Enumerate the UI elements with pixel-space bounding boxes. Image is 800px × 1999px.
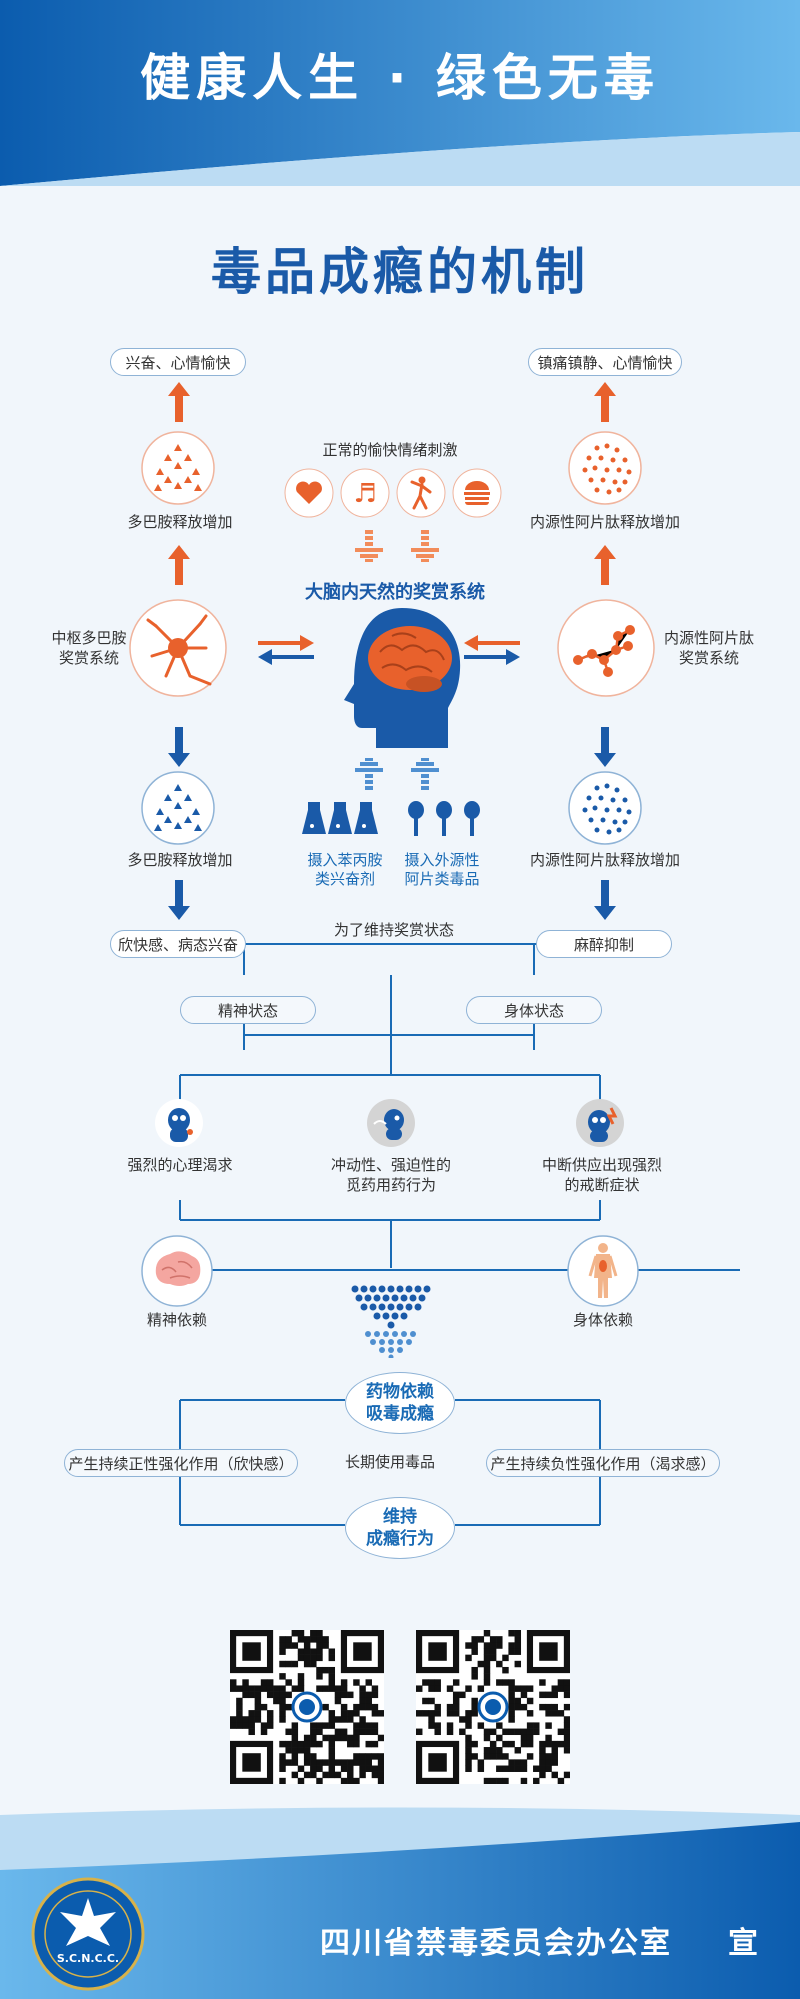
left-release-bottom: 多巴胺释放增加 [127, 851, 233, 869]
burger-icon [452, 468, 502, 518]
up-arrow-icon [594, 382, 616, 422]
mental-state-pill: 精神状态 [180, 996, 316, 1024]
molecule-icon [557, 599, 655, 697]
music-note-icon: ♬ [340, 468, 390, 518]
compulsive-label-1: 冲动性、强迫性的 [330, 1156, 451, 1174]
funnel-dots-icon [351, 1285, 431, 1358]
down-arrow-icon [594, 727, 616, 767]
right-effect-bottom-pill: 麻醉抑制 [536, 930, 672, 958]
opiate-label-2: 阿片类毒品 [404, 870, 480, 888]
brain-icon [141, 1235, 213, 1307]
down-arrow-dots-icon [411, 530, 439, 562]
addiction-label-2: 吸毒成瘾 [366, 1404, 434, 1424]
left-effect-top-pill: 兴奋、心情愉快 [110, 348, 246, 376]
dopamine-particles-icon [141, 431, 215, 505]
craving-label: 强烈的心理渴求 [127, 1156, 233, 1174]
maintain-label-1: 维持 [383, 1507, 417, 1527]
qr-code-icon[interactable] [416, 1630, 570, 1784]
flask-icon [302, 802, 378, 834]
heart-icon [284, 468, 334, 518]
up-arrow-icon [168, 382, 190, 422]
right-system-label-1: 内源性阿片肽 [663, 629, 754, 647]
up-arrow-dots-icon [411, 758, 439, 790]
negative-reinforcement-pill: 产生持续负性强化作用（渴求感） [486, 1449, 720, 1477]
dancer-icon [396, 468, 446, 518]
mental-dependence-label: 精神依赖 [146, 1311, 207, 1329]
positive-reinforcement-pill: 产生持续正性强化作用（欣快感） [64, 1449, 298, 1477]
down-arrow-icon [168, 880, 190, 920]
dopamine-particles-icon [141, 771, 215, 845]
stimulant-label-1: 摄入苯丙胺 [307, 851, 383, 869]
maintain-label-2: 成瘾行为 [366, 1529, 434, 1549]
compulsive-label-2: 觅药用药行为 [345, 1176, 436, 1194]
left-effect-bottom-pill: 欣快感、病态兴奋 [110, 930, 246, 958]
opioid-particles-icon [568, 431, 642, 505]
opiate-label-1: 摄入外源性 [404, 851, 480, 869]
up-arrow-dots-icon [355, 758, 383, 790]
down-arrow-icon [168, 727, 190, 767]
down-arrow-dots-icon [355, 530, 383, 562]
neuron-icon [129, 599, 227, 697]
opioid-particles-icon [568, 771, 642, 845]
bidirectional-arrows-icon [464, 635, 520, 665]
reward-system-title: 大脑内天然的奖赏系统 [305, 582, 485, 603]
maintain-reward-label: 为了维持奖赏状态 [333, 921, 454, 939]
up-arrow-icon [594, 545, 616, 585]
left-release-top: 多巴胺释放增加 [127, 513, 233, 531]
physical-dependence-label: 身体依赖 [572, 1311, 633, 1329]
maintain-oval: 维持 成瘾行为 [345, 1497, 455, 1559]
right-system-label-2: 奖赏系统 [678, 649, 739, 667]
page-title: 毒品成瘾的机制 [211, 243, 589, 301]
bidirectional-arrows-icon [258, 635, 314, 665]
right-effect-top-pill: 镇痛镇静、心情愉快 [528, 348, 682, 376]
stimuli-label: 正常的愉快情绪刺激 [322, 441, 458, 459]
compulsive-figure-icon [367, 1099, 415, 1147]
withdrawal-label-2: 的戒断症状 [564, 1176, 640, 1194]
physical-state-pill: 身体状态 [466, 996, 602, 1024]
withdrawal-figure-icon [576, 1099, 624, 1147]
addiction-label-1: 药物依赖 [366, 1382, 434, 1402]
organization-name: 四川省禁毒委员会办公室 [320, 1926, 672, 1961]
down-arrow-icon [594, 880, 616, 920]
logo-text: S.C.N.C.C. [57, 1952, 119, 1965]
long-term-use-label: 长期使用毒品 [344, 1453, 435, 1471]
craving-figure-icon [155, 1099, 203, 1147]
logo-seal-icon: S.C.N.C.C. [31, 1877, 145, 1991]
poppy-icon [408, 801, 480, 836]
banner-title: 健康人生 · 绿色无毒 [140, 49, 660, 107]
right-release-bottom: 内源性阿片肽释放增加 [529, 851, 680, 869]
body-icon [567, 1235, 639, 1307]
qr-code-icon[interactable] [230, 1630, 384, 1784]
left-system-label-1: 中枢多巴胺 [51, 629, 127, 647]
withdrawal-label-1: 中断供应出现强烈 [541, 1156, 662, 1174]
brain-head-icon [344, 608, 461, 748]
left-system-label-2: 奖赏系统 [58, 649, 119, 667]
up-arrow-icon [168, 545, 190, 585]
stimulant-label-2: 类兴奋剂 [314, 870, 375, 888]
svg-text:♬: ♬ [353, 479, 376, 509]
addiction-oval: 药物依赖 吸毒成瘾 [345, 1372, 455, 1434]
right-release-top: 内源性阿片肽释放增加 [529, 513, 680, 531]
publish-suffix: 宣 [728, 1926, 758, 1961]
